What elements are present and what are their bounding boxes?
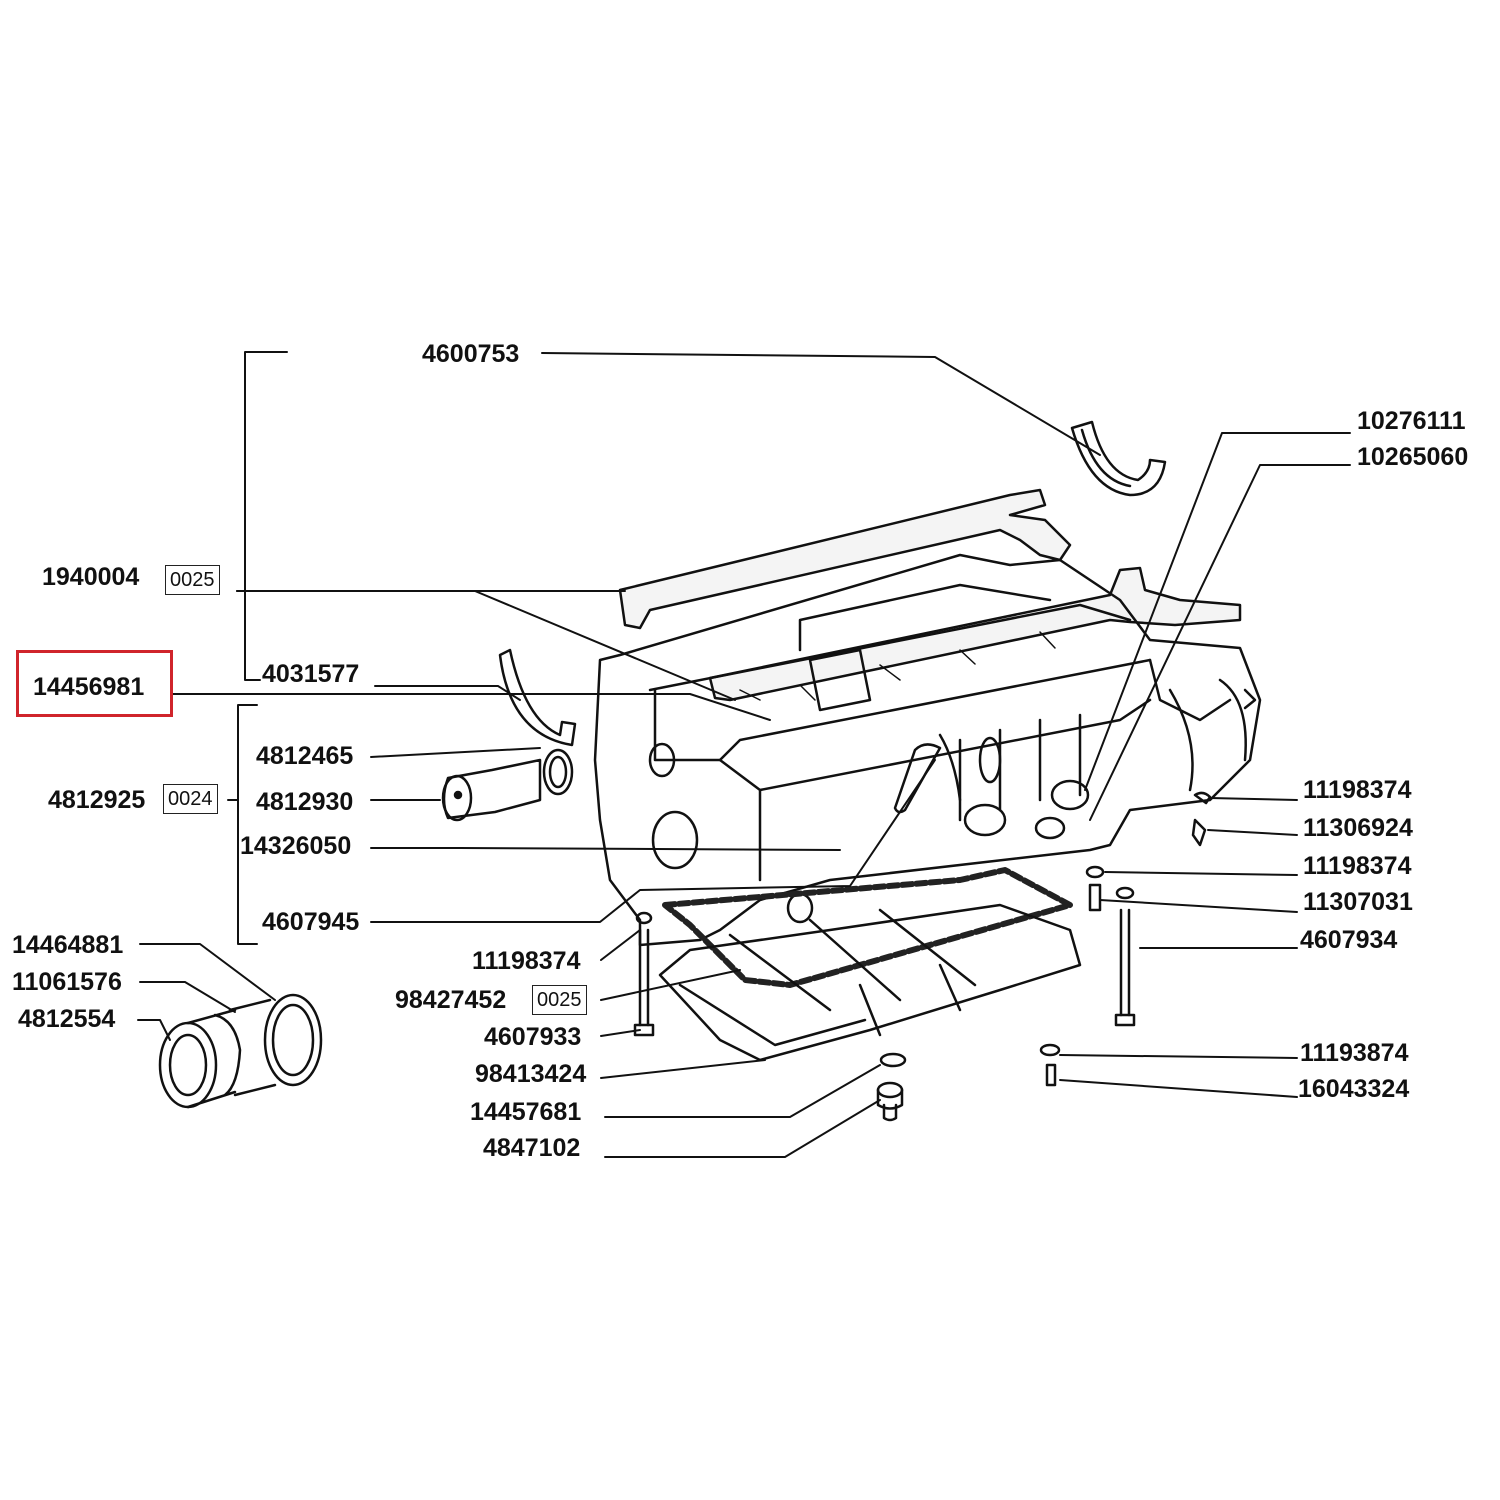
bearing-bushing-parts xyxy=(158,993,323,1109)
part-label-14464881[interactable]: 14464881 xyxy=(12,931,124,959)
camshaft-plug-part xyxy=(441,748,574,822)
part-label-14457681[interactable]: 14457681 xyxy=(470,1098,582,1126)
group-bracket-lower xyxy=(227,704,258,945)
oil-pan-part xyxy=(658,903,1082,1062)
oil-pan-gasket-part xyxy=(662,867,1073,988)
part-label-98413424[interactable]: 98413424 xyxy=(475,1060,587,1088)
part-label-14326050[interactable]: 14326050 xyxy=(240,832,352,860)
dipstick-tube-part xyxy=(893,743,942,814)
part-label-1940004[interactable]: 1940004 xyxy=(42,563,140,591)
group-bracket-upper xyxy=(244,351,288,681)
part-label-4607934[interactable]: 4607934 xyxy=(1300,926,1398,954)
drain-plug-part xyxy=(876,1052,907,1122)
top-gasket-strips xyxy=(618,488,1242,702)
part-label-11198374-left[interactable]: 11198374 xyxy=(472,947,581,975)
part-label-10265060[interactable]: 10265060 xyxy=(1357,443,1469,471)
rear-seal-half-part xyxy=(1070,420,1167,497)
quantity-box-1940004: 0025 xyxy=(165,565,220,595)
part-label-10276111[interactable]: 10276111 xyxy=(1357,407,1466,435)
part-label-98427452[interactable]: 98427452 xyxy=(395,986,507,1014)
part-label-4812465[interactable]: 4812465 xyxy=(256,742,354,770)
quantity-box-4812925: 0024 xyxy=(163,784,218,814)
part-label-11198374-mid[interactable]: 11198374 xyxy=(1303,852,1412,880)
part-label-11193874[interactable]: 11193874 xyxy=(1300,1039,1409,1067)
part-label-14456981[interactable]: 14456981 xyxy=(33,673,145,701)
part-label-4607933[interactable]: 4607933 xyxy=(484,1023,582,1051)
part-label-4847102[interactable]: 4847102 xyxy=(483,1134,581,1162)
part-label-4812554[interactable]: 4812554 xyxy=(18,1005,116,1033)
part-label-11198374-top[interactable]: 11198374 xyxy=(1303,776,1412,804)
part-label-11306924[interactable]: 11306924 xyxy=(1303,814,1413,842)
bolts-right-parts xyxy=(1039,791,1212,1087)
part-label-4031577[interactable]: 4031577 xyxy=(262,660,360,688)
part-label-11061576[interactable]: 11061576 xyxy=(12,968,122,996)
leader-lines xyxy=(137,352,1351,1158)
part-label-11307031[interactable]: 11307031 xyxy=(1303,888,1413,916)
highlighted-part-frame xyxy=(16,650,173,717)
part-label-16043324[interactable]: 16043324 xyxy=(1298,1075,1410,1103)
engine-block-part xyxy=(593,553,1262,947)
part-label-4607945[interactable]: 4607945 xyxy=(262,908,360,936)
part-label-4600753[interactable]: 4600753 xyxy=(422,340,520,368)
front-seal-half-part xyxy=(498,648,577,747)
part-label-4812925[interactable]: 4812925 xyxy=(48,786,146,814)
quantity-box-98427452: 0025 xyxy=(532,985,587,1015)
part-label-4812930[interactable]: 4812930 xyxy=(256,788,354,816)
